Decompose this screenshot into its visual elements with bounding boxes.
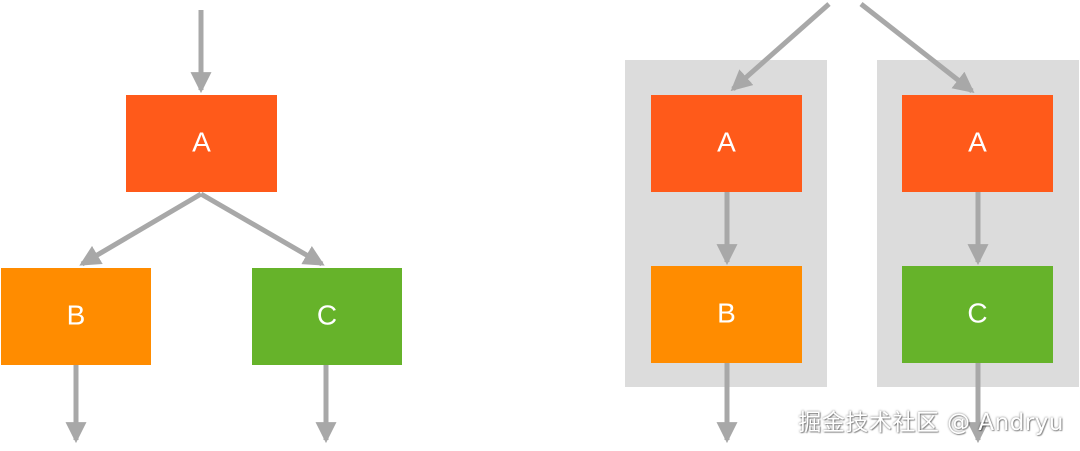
left-node-b-label: B bbox=[67, 299, 86, 330]
watermark-text: 掘金技术社区 @ Andryu bbox=[798, 410, 1064, 436]
group-1-node-a bbox=[651, 95, 802, 192]
left-node-a-label: A bbox=[192, 126, 211, 157]
arrow-into-group-2 bbox=[859, 2, 975, 93]
arrow-into-group-1 bbox=[730, 2, 831, 92]
group-2-node-c-label: C bbox=[967, 297, 987, 328]
left-node-a bbox=[126, 95, 277, 192]
group-2-node-c bbox=[902, 266, 1053, 363]
left-node-c bbox=[252, 268, 402, 365]
arrow-a-to-b bbox=[79, 191, 203, 267]
left-node-b bbox=[1, 268, 151, 365]
group-1-node-b bbox=[651, 266, 802, 363]
group-2-node-a-label: A bbox=[968, 126, 987, 157]
left-node-c-label: C bbox=[317, 299, 337, 330]
arrow-a-to-c bbox=[199, 191, 325, 267]
group-1-node-b-label: B bbox=[717, 297, 736, 328]
right-split: A B A C bbox=[625, 2, 1079, 444]
left-tree: A B C bbox=[1, 10, 402, 444]
group-2-node-a bbox=[902, 95, 1053, 192]
group-1-node-a-label: A bbox=[717, 126, 736, 157]
